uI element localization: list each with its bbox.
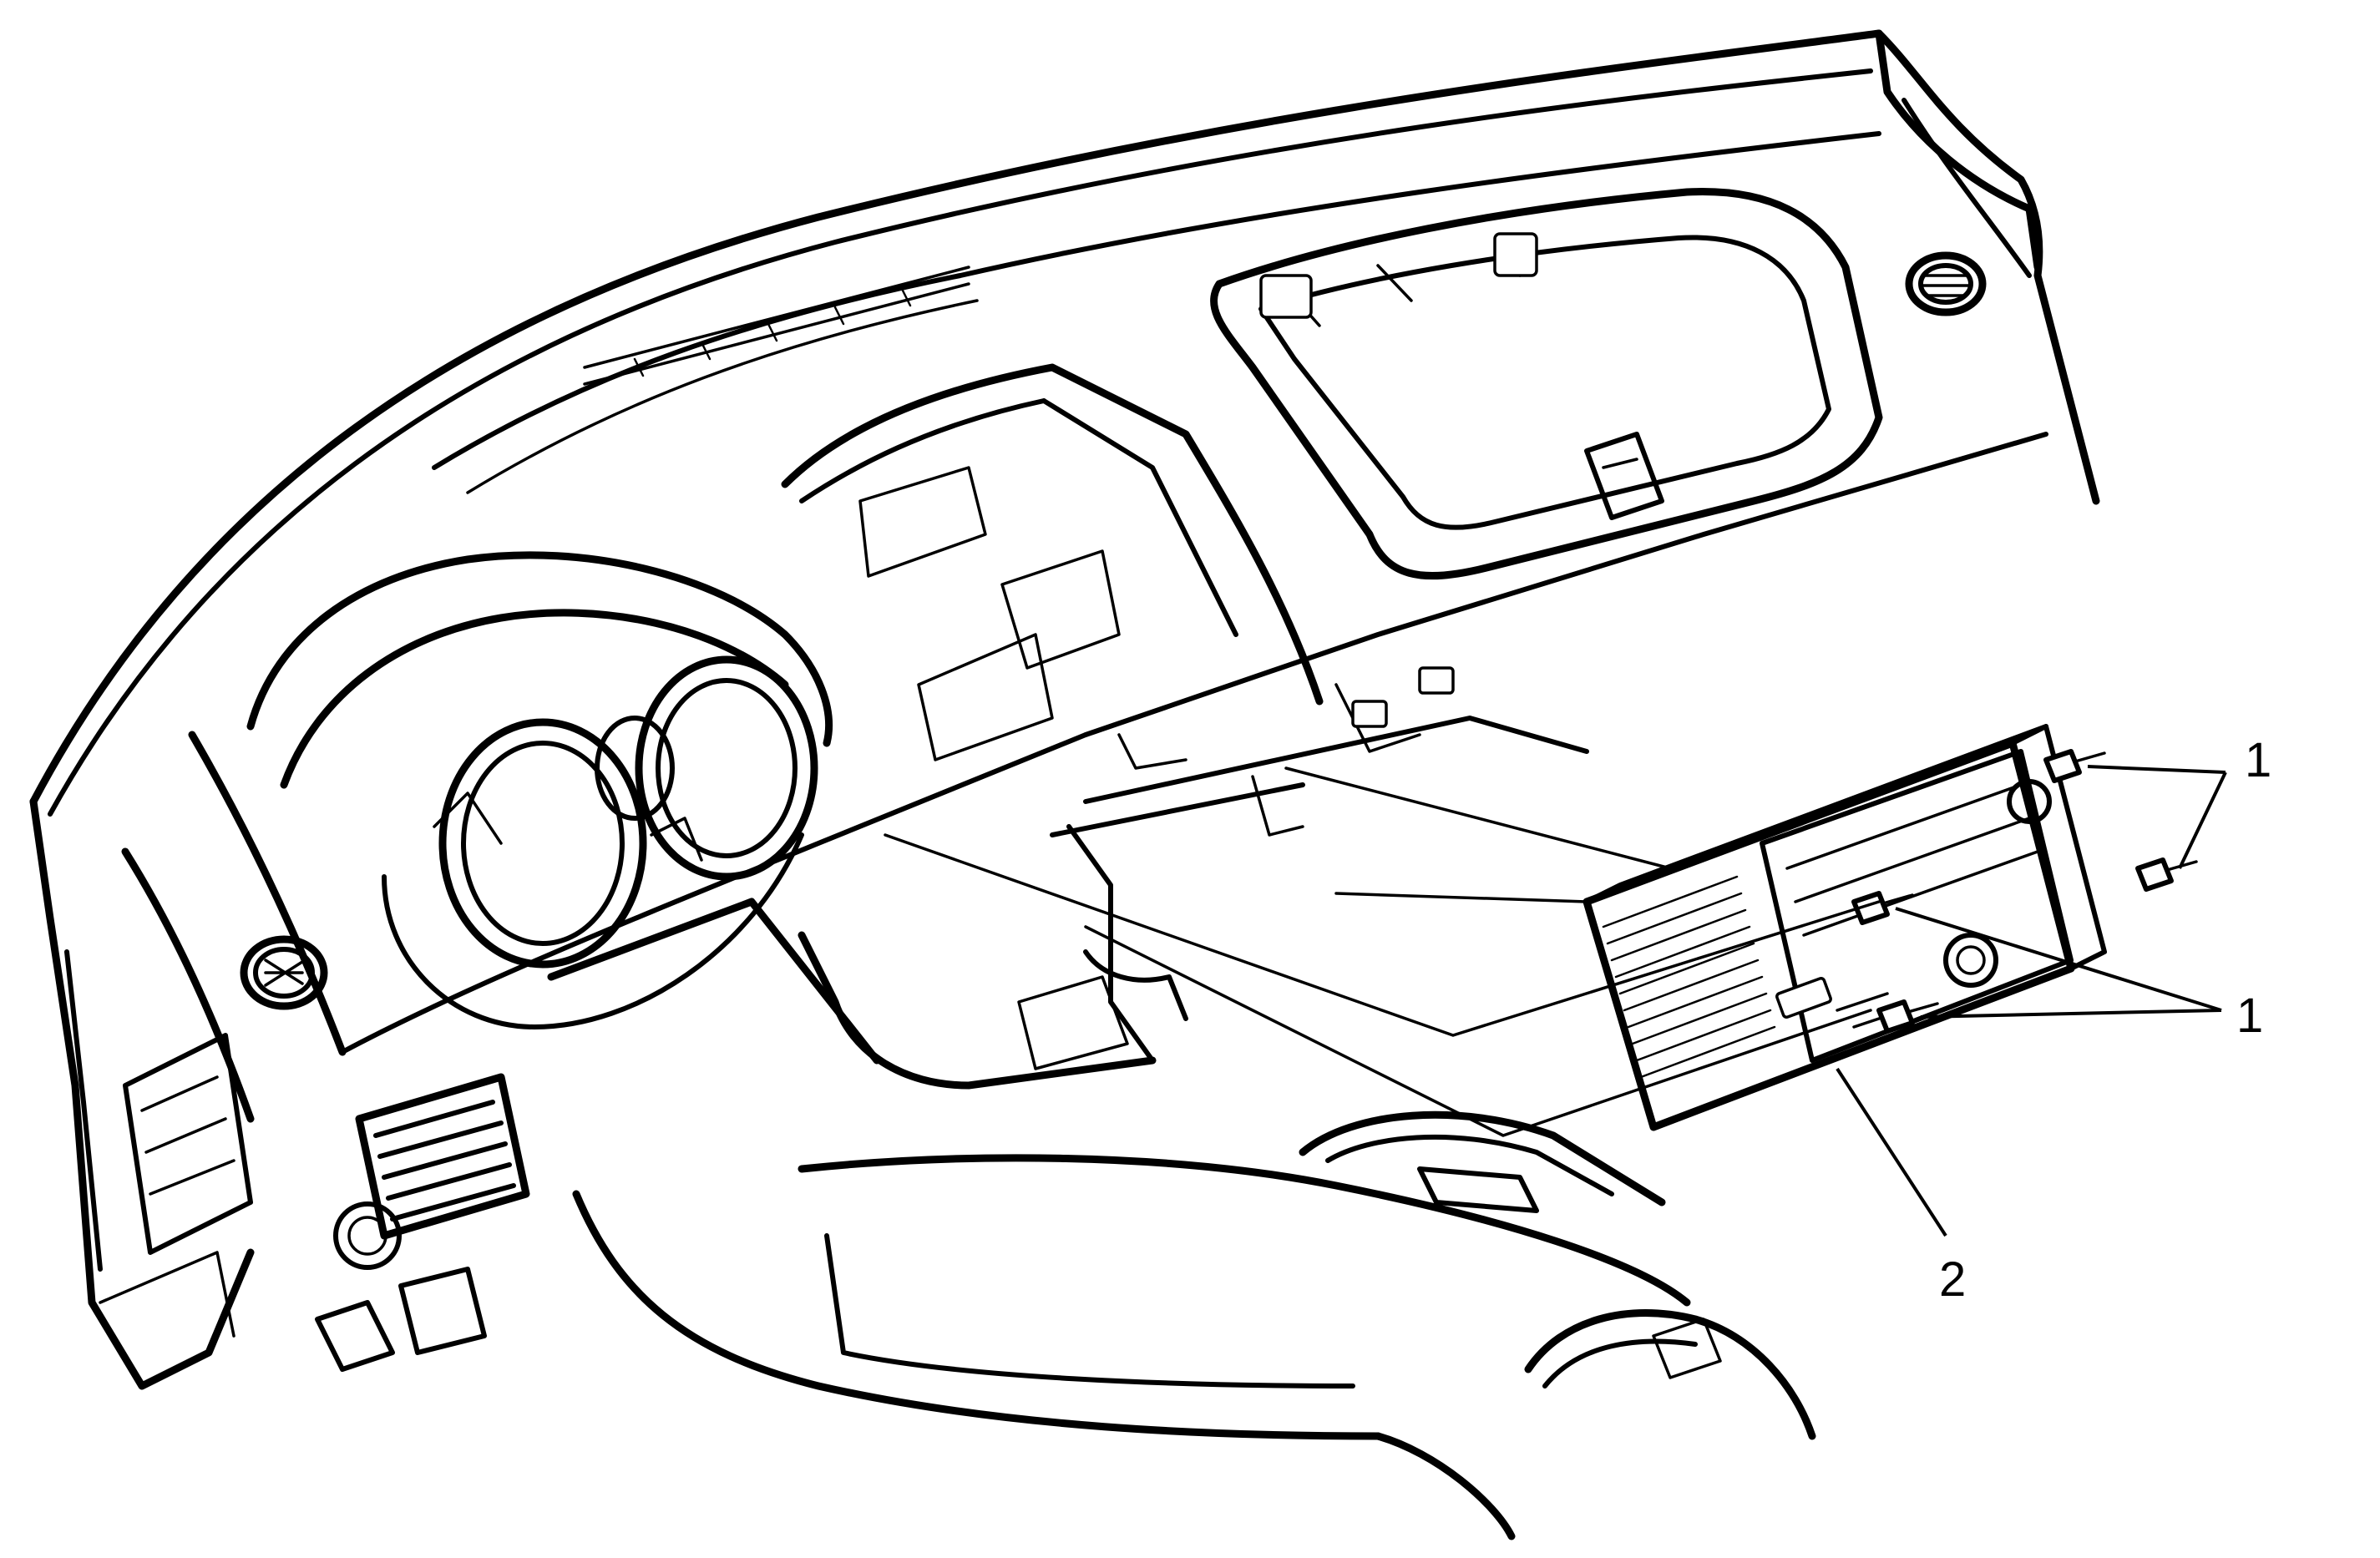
fastener-upper-a: [2043, 749, 2106, 783]
gauge-cluster: [246, 551, 833, 1029]
leader-1-lower-a: [1895, 907, 2222, 1012]
right-air-vent: [1905, 251, 1987, 316]
callout-1-lower: 1: [2236, 989, 2263, 1043]
center-console: [547, 824, 1816, 1540]
left-lower-panel: [29, 797, 255, 1390]
callout-1-upper: 1: [2245, 733, 2271, 787]
fastener-upper-b: [2135, 857, 2198, 892]
assembly-guide-lines: [884, 766, 1881, 1137]
upper-display-opening: [1210, 188, 1883, 580]
radio-heatsink: [1602, 875, 1776, 1079]
leader-1-lower-b: [1920, 1009, 2222, 1019]
leader-2: [1836, 1067, 1947, 1237]
badge-logo-left: [240, 935, 328, 1010]
radio-unit: [1582, 724, 2107, 1131]
left-air-vent: [315, 1073, 530, 1372]
callout-2: 2: [1939, 1252, 1966, 1307]
defroster-grille: [583, 266, 970, 386]
callout-leaders: [1836, 765, 2227, 1237]
leader-1-upper-a: [2087, 765, 2226, 774]
leader-1-upper-b: [2178, 771, 2227, 869]
fastener-lower-b: [1876, 999, 1939, 1034]
radio-bracket-area: [1050, 666, 1589, 837]
